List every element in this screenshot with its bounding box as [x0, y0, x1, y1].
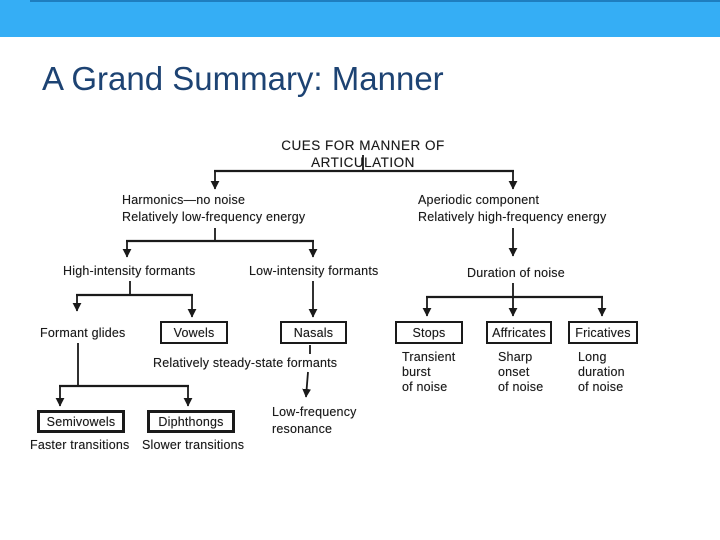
slide-title: A Grand Summary: Manner — [42, 60, 444, 97]
cue-stops: Transient burst of noise — [402, 350, 456, 394]
node-root: CUES FOR MANNER OF ARTICULATION — [281, 138, 445, 170]
node-semivowels-box: Semivowels — [37, 410, 125, 433]
node-aperiodic-branch: Aperiodic component Relatively high-freq… — [418, 193, 607, 224]
cue-fricatives: Long duration of noise — [578, 350, 625, 394]
cue-steady-state-formants: Relatively steady-state formants — [153, 356, 338, 370]
node-low-intensity-formants: Low-intensity formants — [249, 264, 379, 278]
node-vowels-box: Vowels — [160, 321, 228, 344]
node-fricatives-box: Fricatives — [568, 321, 638, 344]
node-formant-glides: Formant glides — [40, 326, 126, 340]
node-high-intensity-formants: High-intensity formants — [63, 264, 196, 278]
node-nasals-box: Nasals — [280, 321, 347, 344]
node-diphthongs-box: Diphthongs — [147, 410, 235, 433]
node-affricates-box: Affricates — [486, 321, 552, 344]
cue-diphthongs: Slower transitions — [142, 438, 245, 452]
node-duration-of-noise: Duration of noise — [467, 266, 565, 280]
cue-semivowels: Faster transitions — [30, 438, 130, 452]
node-harmonic-branch: Harmonics—no noise Relatively low-freque… — [122, 193, 306, 224]
node-stops-box: Stops — [395, 321, 463, 344]
cue-affricates: Sharp onset of noise — [498, 350, 544, 394]
slide-accent-bar-edge — [30, 0, 720, 2]
cue-low-frequency-resonance: Low-frequency resonance — [272, 405, 357, 436]
slide-accent-bar — [0, 0, 720, 37]
